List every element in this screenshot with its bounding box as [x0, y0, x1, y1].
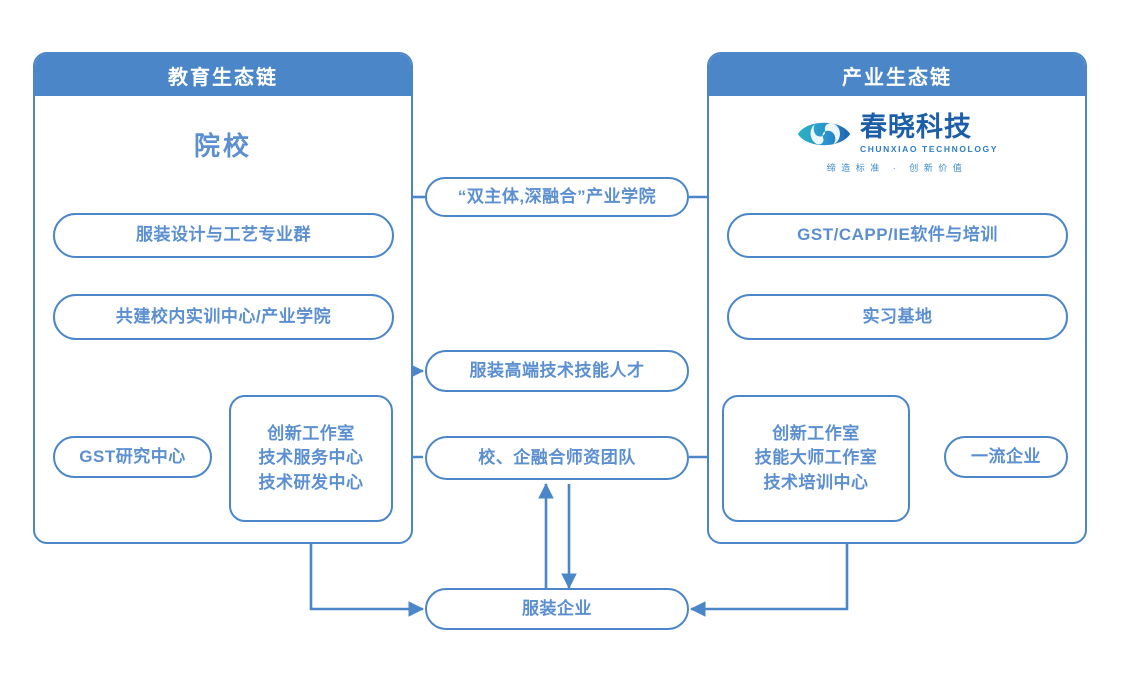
wire-left-center-to-apparel — [309, 522, 425, 617]
logo-tagline: 缔造标准 · 创新价值 — [826, 163, 968, 173]
node-label: 服装企业 — [522, 598, 592, 618]
panel-education-title: 教育生态链 — [168, 66, 278, 89]
left-section-label: 院校 — [193, 131, 252, 161]
wire-right-center-to-apparel — [689, 522, 849, 617]
node-label-line-2: 技能大师工作室 — [754, 448, 878, 468]
node-label: “双主体,深融合”产业学院 — [457, 186, 657, 206]
logo-name-cn: 春晓科技 — [859, 112, 972, 142]
node-gst-capp-ie-software-training[interactable]: GST/CAPP/IE软件与培训 — [727, 213, 1068, 258]
node-right-innovation-cluster[interactable]: 创新工作室 技能大师工作室 技术培训中心 — [722, 395, 910, 522]
node-label-line-3: 技术培训中心 — [763, 472, 869, 492]
node-label-line-1: 创新工作室 — [772, 423, 860, 443]
node-label-line-1: 创新工作室 — [267, 423, 355, 443]
node-high-end-apparel-talent[interactable]: 服装高端技术技能人才 — [425, 350, 689, 392]
chunxiao-logo: 春晓科技 CHUNXIAO TECHNOLOGY 缔造标准 · 创新价值 — [707, 114, 1087, 174]
logo-name-en: CHUNXIAO TECHNOLOGY — [859, 144, 999, 154]
node-label: GST研究中心 — [79, 446, 186, 466]
node-label-line-3: 技术研发中心 — [258, 472, 364, 492]
node-label: 校、企融合师资团队 — [478, 447, 636, 467]
node-label: 共建校内实训中心/产业学院 — [115, 306, 332, 326]
node-apparel-design-major-group[interactable]: 服装设计与工艺专业群 — [53, 213, 394, 258]
node-label: GST/CAPP/IE软件与培训 — [797, 225, 998, 245]
node-school-enterprise-faculty-team[interactable]: 校、企融合师资团队 — [425, 436, 689, 480]
node-label: 一流企业 — [971, 446, 1041, 466]
node-dual-subject-industry-college[interactable]: “双主体,深融合”产业学院 — [425, 177, 689, 217]
node-campus-training-center[interactable]: 共建校内实训中心/产业学院 — [53, 294, 394, 340]
node-label: 服装高端技术技能人才 — [469, 360, 645, 380]
node-internship-base[interactable]: 实习基地 — [727, 294, 1068, 340]
node-label: 实习基地 — [862, 306, 933, 326]
node-gst-research-center[interactable]: GST研究中心 — [53, 436, 212, 478]
node-left-innovation-cluster[interactable]: 创新工作室 技术服务中心 技术研发中心 — [229, 395, 393, 522]
panel-industry-title: 产业生态链 — [842, 66, 952, 89]
eye-swoosh-icon — [797, 122, 851, 146]
panel-industry-header: 产业生态链 — [709, 54, 1085, 96]
node-label: 服装设计与工艺专业群 — [136, 225, 311, 245]
panel-education-header: 教育生态链 — [35, 54, 411, 96]
node-label-line-2: 技术服务中心 — [258, 448, 364, 468]
node-apparel-enterprise[interactable]: 服装企业 — [425, 588, 689, 630]
node-top-tier-enterprise[interactable]: 一流企业 — [944, 436, 1068, 478]
